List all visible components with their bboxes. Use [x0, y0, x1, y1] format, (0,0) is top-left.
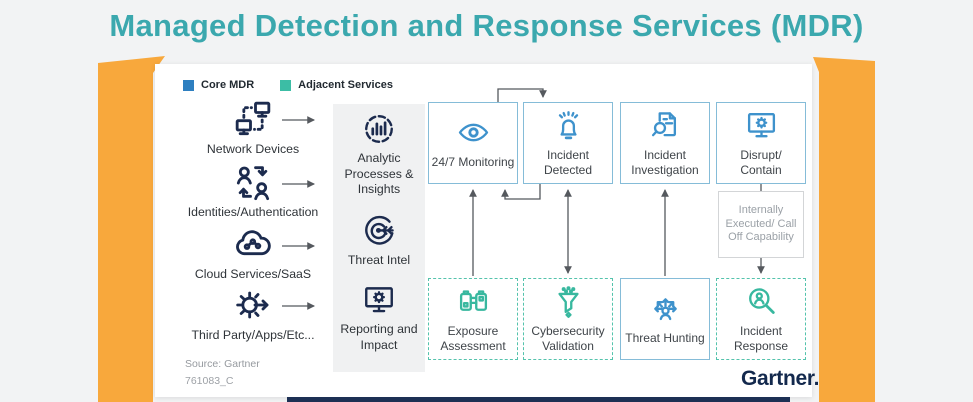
process-threat-intel: Threat Intel — [333, 214, 425, 269]
source-credit: Source: Gartner — [185, 358, 260, 370]
threat-intel-icon — [333, 214, 425, 248]
legend-item-core: Core MDR — [183, 79, 254, 91]
binoculars-icon — [457, 285, 490, 318]
right-frame-ribbon — [813, 57, 875, 402]
reporting-icon — [333, 283, 425, 317]
box-label: Incident Response — [733, 323, 789, 353]
source-label: Network Devices — [206, 142, 300, 156]
box-exposure-assessment: Exposure Assessment — [428, 278, 518, 360]
third-party-icon — [173, 285, 333, 325]
box-label: Incident Investigation — [631, 147, 699, 177]
process-reporting: Reporting and Impact — [333, 283, 425, 353]
cloud-icon — [173, 224, 333, 264]
adjacent-services-swatch-icon — [280, 79, 292, 91]
process-label: Threat Intel — [347, 253, 411, 267]
bottom-navy-strip — [287, 397, 790, 402]
box-threat-hunting: Threat Hunting — [620, 278, 710, 360]
box-label: Threat Hunting — [625, 331, 705, 345]
eye-icon — [457, 116, 490, 149]
funnel-icon — [552, 285, 585, 318]
source-third-party: Third Party/Apps/Etc... — [173, 285, 333, 342]
legend: Core MDR Adjacent Services — [183, 79, 393, 91]
gartner-logo: Gartner. — [741, 367, 820, 390]
identities-icon — [173, 162, 333, 202]
box-incident-response: Incident Response — [716, 278, 806, 360]
alert-bell-icon — [552, 109, 585, 142]
analytics-icon — [333, 112, 425, 146]
process-analytics: Analytic Processes & Insights — [333, 112, 425, 198]
box-label: 24/7 Monitoring — [431, 155, 515, 169]
box-disrupt-contain: Disrupt/ Contain — [716, 102, 806, 184]
source-cloud: Cloud Services/SaaS — [173, 224, 333, 281]
box-label: Incident Detected — [543, 147, 593, 177]
note-text: Internally Executed/ Call Off Capability — [725, 203, 797, 244]
process-label: Analytic Processes & Insights — [344, 151, 414, 197]
process-label: Reporting and Impact — [340, 322, 418, 352]
source-network-devices: Network Devices — [173, 99, 333, 156]
box-label: Cybersecurity Validation — [531, 323, 605, 353]
disrupt-icon — [745, 109, 778, 142]
legend-label: Core MDR — [201, 79, 255, 91]
box-cybersecurity-validation: Cybersecurity Validation — [523, 278, 613, 360]
investigation-icon — [649, 109, 682, 142]
network-devices-icon — [173, 99, 333, 139]
box-label: Exposure Assessment — [440, 323, 506, 353]
threat-hunting-icon — [649, 292, 682, 325]
document-id: 761083_C — [185, 375, 234, 387]
page-title: Managed Detection and Response Services … — [109, 8, 864, 43]
internally-executed-note: Internally Executed/ Call Off Capability — [718, 191, 804, 258]
box-incident-investigation: Incident Investigation — [620, 102, 710, 184]
source-label: Cloud Services/SaaS — [194, 267, 312, 281]
box-label: Disrupt/ Contain — [740, 147, 782, 177]
incident-response-icon — [745, 285, 778, 318]
box-247-monitoring: 24/7 Monitoring — [428, 102, 518, 184]
legend-label: Adjacent Services — [298, 79, 393, 91]
source-label: Identities/Authentication — [187, 205, 319, 219]
legend-item-adjacent: Adjacent Services — [280, 79, 393, 91]
core-mdr-swatch-icon — [183, 79, 194, 91]
box-incident-detected: Incident Detected — [523, 102, 613, 184]
source-label: Third Party/Apps/Etc... — [191, 328, 315, 342]
source-identities: Identities/Authentication — [173, 162, 333, 219]
